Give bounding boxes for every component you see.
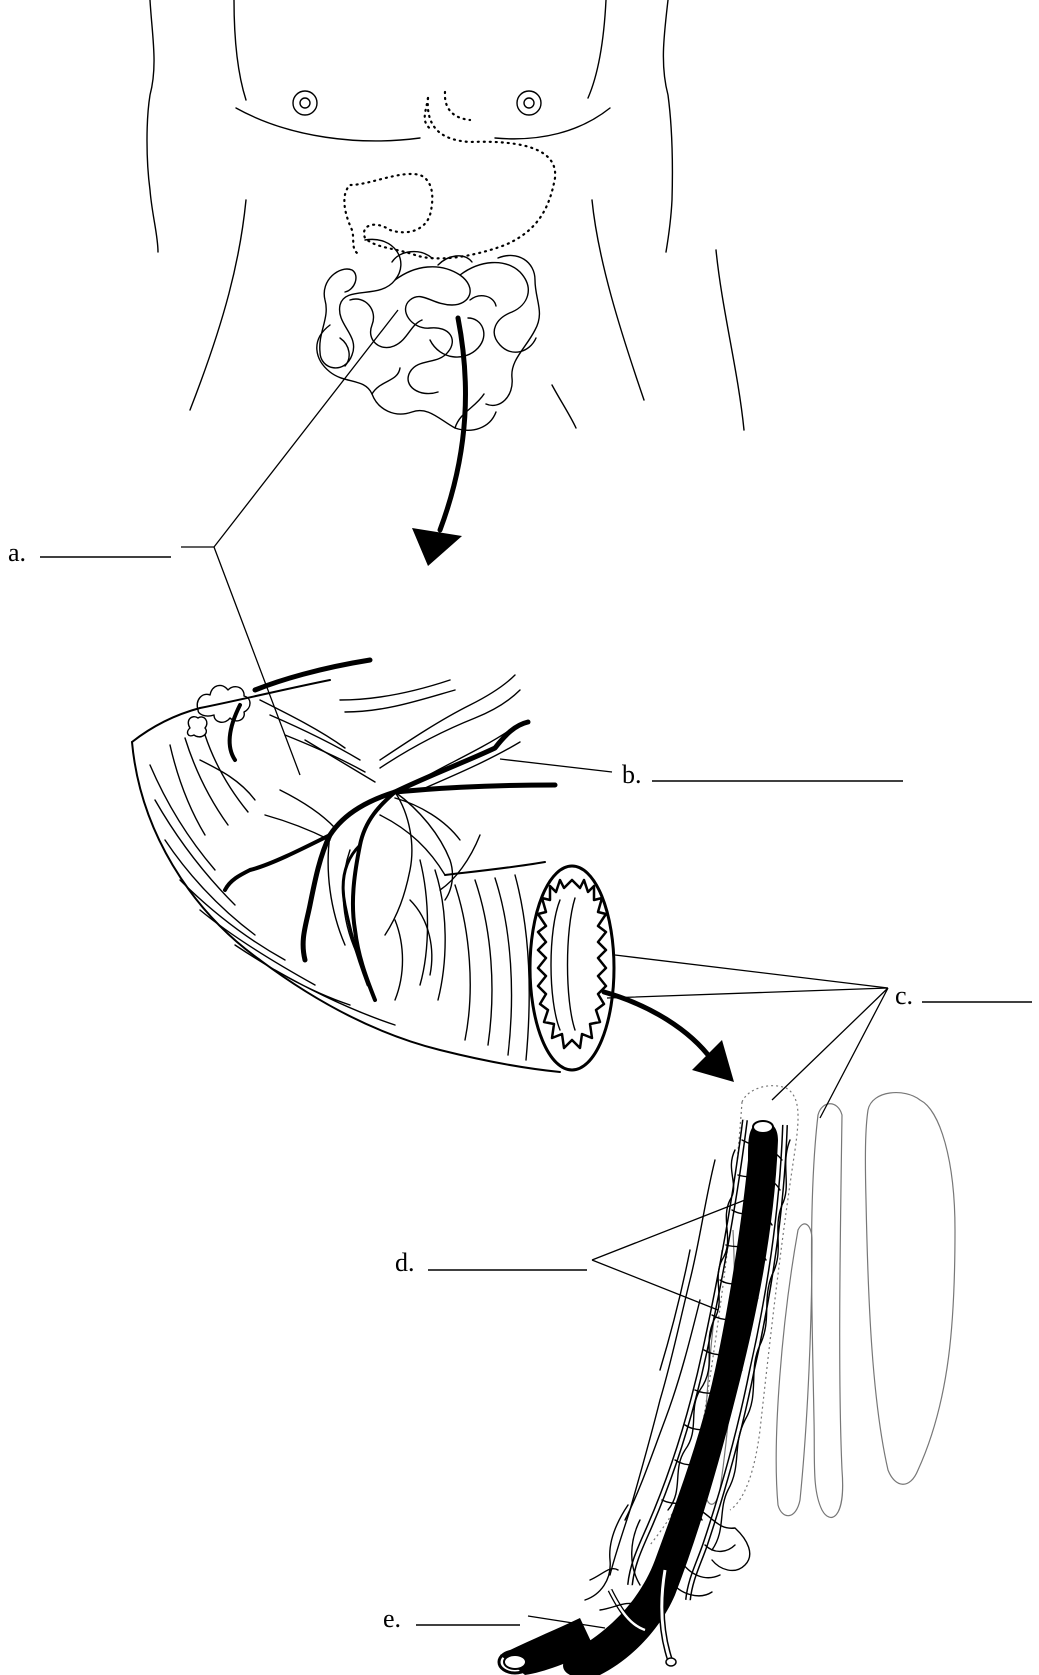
label-b: b. [622,760,642,789]
intestine-segment [132,660,614,1072]
villi-group [499,1086,955,1675]
small-intestine-coils [317,239,540,430]
magnify-arrow-1 [412,318,465,566]
stomach-dotted-outline [344,98,555,258]
magnify-arrow-2 [604,992,734,1082]
label-d: d. [395,1248,415,1277]
label-c: c. [895,981,913,1010]
label-e: e. [383,1604,401,1633]
lumen-folds-zigzag [538,880,606,1048]
right-nipple-icon [517,91,541,115]
leader-line-c [607,955,888,1118]
torso-outline [147,0,744,430]
esophagus-dotted-outline [425,92,470,130]
left-nipple-icon [293,91,317,115]
leader-line-b [500,759,612,772]
label-a: a. [8,538,26,567]
